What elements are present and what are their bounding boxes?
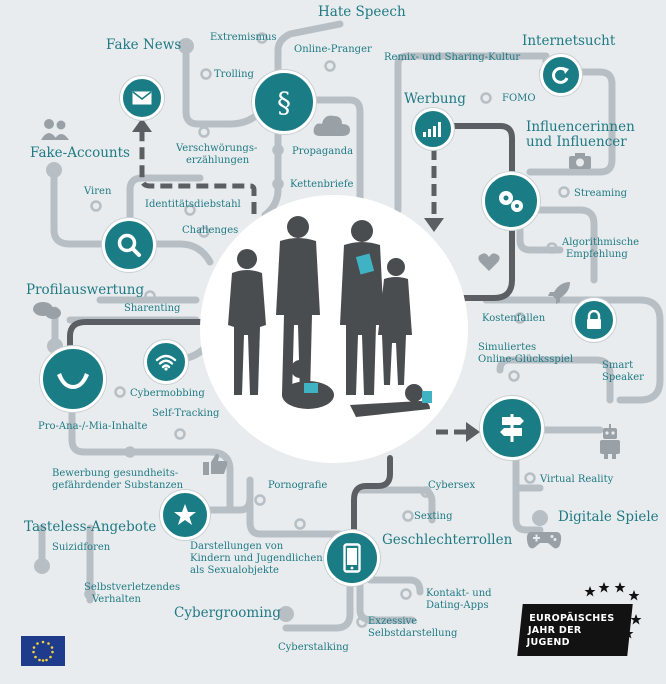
label-kostenfallen: Kostenfallen	[482, 313, 546, 324]
logo-line2: JAHR DER	[527, 625, 582, 636]
center-circle	[200, 195, 468, 463]
fake-accounts-node	[102, 218, 156, 272]
logo-line3: JUGEND	[526, 637, 570, 648]
eu-stars-icon	[32, 640, 54, 662]
paragraph-icon: §	[277, 87, 291, 117]
heading-tasteless: Tasteless-Angebote	[24, 519, 157, 535]
label-exzessive: Exzessive	[368, 616, 418, 627]
heading-influencer-line2: und Influencer	[526, 134, 627, 150]
label-extremismus: Extremismus	[210, 32, 277, 43]
gears-icon	[499, 191, 523, 212]
gamepad-icon	[526, 532, 562, 549]
rocket-icon	[548, 282, 570, 304]
logo-line1: EUROPÄISCHES	[529, 613, 615, 624]
label-identitaetsdiebstahl: Identitätsdiebstahl	[145, 199, 241, 210]
camera-icon	[569, 153, 591, 169]
star-icon	[174, 504, 196, 525]
envelope-icon	[132, 91, 152, 105]
label-viren: Viren	[84, 186, 112, 197]
cybermobbing-node	[144, 340, 188, 384]
label-kettenbriefe: Kettenbriefe	[290, 179, 354, 190]
heading-fake-news: Fake News	[106, 37, 182, 53]
wifi-icon	[155, 354, 177, 371]
werbung-node	[412, 108, 454, 150]
label-sharenting: Sharenting	[124, 303, 181, 314]
thumbs-up-icon	[203, 453, 228, 475]
label-trolling: Trolling	[214, 69, 254, 80]
magnifier-icon	[117, 233, 141, 257]
label-darstellungen-line3: als Sexualobjekte	[190, 565, 279, 576]
label-cybersex: Cybersex	[428, 480, 476, 491]
label-algorithmische: Algorithmische	[562, 237, 640, 248]
label-verschwoerung-line2: erzählungen	[186, 155, 250, 166]
label-self-tracking: Self-Tracking	[152, 408, 220, 419]
refresh-icon	[552, 66, 569, 84]
label-fomo: FOMO	[502, 93, 536, 104]
lock-icon	[587, 310, 601, 329]
chat-bubbles-icon	[33, 302, 61, 319]
family-silhouette-icon	[228, 216, 432, 417]
label-verhalten: Verhalten	[92, 594, 141, 605]
bar-chart-icon	[423, 122, 441, 137]
heading-profilauswertung: Profilauswertung	[26, 282, 145, 298]
label-selbstverletzendes: Selbstverletzendes	[84, 582, 181, 593]
label-selbstdarstellung: Selbstdarstellung	[368, 628, 458, 639]
label-online-pranger: Online-Pranger	[294, 44, 372, 55]
heading-influencer-line1: Influencerinnen	[526, 119, 635, 135]
label-simuliertes: Simuliertes	[478, 342, 537, 353]
fake-news-node	[120, 76, 164, 120]
kostenfallen-node	[572, 298, 616, 342]
label-darstellungen-line2: Kindern und Jugendlichen	[190, 553, 323, 564]
internetsucht-node	[540, 54, 582, 96]
profilauswertung-node	[40, 346, 106, 412]
label-dating-apps: Dating-Apps	[426, 600, 489, 611]
heading-cybergrooming: Cybergrooming	[174, 605, 281, 621]
hands-icon	[57, 373, 89, 389]
label-suizidforen: Suizidforen	[52, 542, 111, 553]
label-cybermobbing: Cybermobbing	[130, 388, 205, 399]
digitale-spiele-node	[480, 396, 544, 460]
label-pro-ana: Pro-Ana-/-Mia-Inhalte	[38, 421, 148, 432]
european-year-of-youth-logo: EUROPÄISCHES JAHR DER JUGEND	[517, 604, 633, 656]
label-sexting: Sexting	[414, 511, 453, 522]
eu-flag	[21, 636, 65, 666]
label-bewerbung-line1: Bewerbung gesundheits-	[52, 468, 179, 479]
heading-werbung: Werbung	[404, 91, 466, 107]
label-empfehlung: Empfehlung	[566, 249, 628, 260]
label-cyberstalking: Cyberstalking	[278, 642, 349, 653]
robot-icon	[600, 424, 620, 459]
people-icon	[41, 119, 69, 140]
label-propaganda: Propaganda	[292, 146, 354, 157]
heading-geschlechterrollen: Geschlechterrollen	[382, 532, 513, 548]
label-speaker: Speaker	[602, 372, 644, 383]
label-pornografie: Pornografie	[268, 480, 328, 491]
label-remix: Remix- und Sharing-Kultur	[384, 52, 521, 63]
heading-fake-accounts: Fake-Accounts	[30, 145, 130, 161]
hate-speech-node: §	[252, 70, 316, 134]
label-streaming: Streaming	[574, 188, 628, 199]
signpost-icon	[500, 414, 524, 442]
heading-internetsucht: Internetsucht	[522, 33, 616, 49]
svg-text:§: §	[277, 87, 291, 117]
heart-icon	[478, 253, 500, 271]
heading-hate-speech: Hate Speech	[318, 4, 406, 20]
label-kontakt: Kontakt- und	[426, 588, 492, 599]
label-verschwoerung-line1: Verschwörungs-	[176, 143, 258, 154]
label-challenges: Challenges	[182, 225, 239, 236]
label-bewerbung-line2: gefährdender Substanzen	[52, 480, 184, 491]
influencer-node	[482, 172, 540, 230]
label-virtual-reality: Virtual Reality	[540, 474, 614, 485]
smartphone-icon	[343, 543, 361, 573]
heading-digitale-spiele: Digitale Spiele	[558, 509, 659, 525]
label-darstellungen-line1: Darstellungen von	[190, 541, 284, 552]
cloud-icon	[313, 115, 350, 136]
label-online-gluecksspiel: Online-Glücksspiel	[478, 354, 574, 365]
geschlechterrollen-node	[324, 530, 380, 586]
label-smart: Smart	[602, 360, 634, 371]
tasteless-node	[160, 490, 210, 540]
